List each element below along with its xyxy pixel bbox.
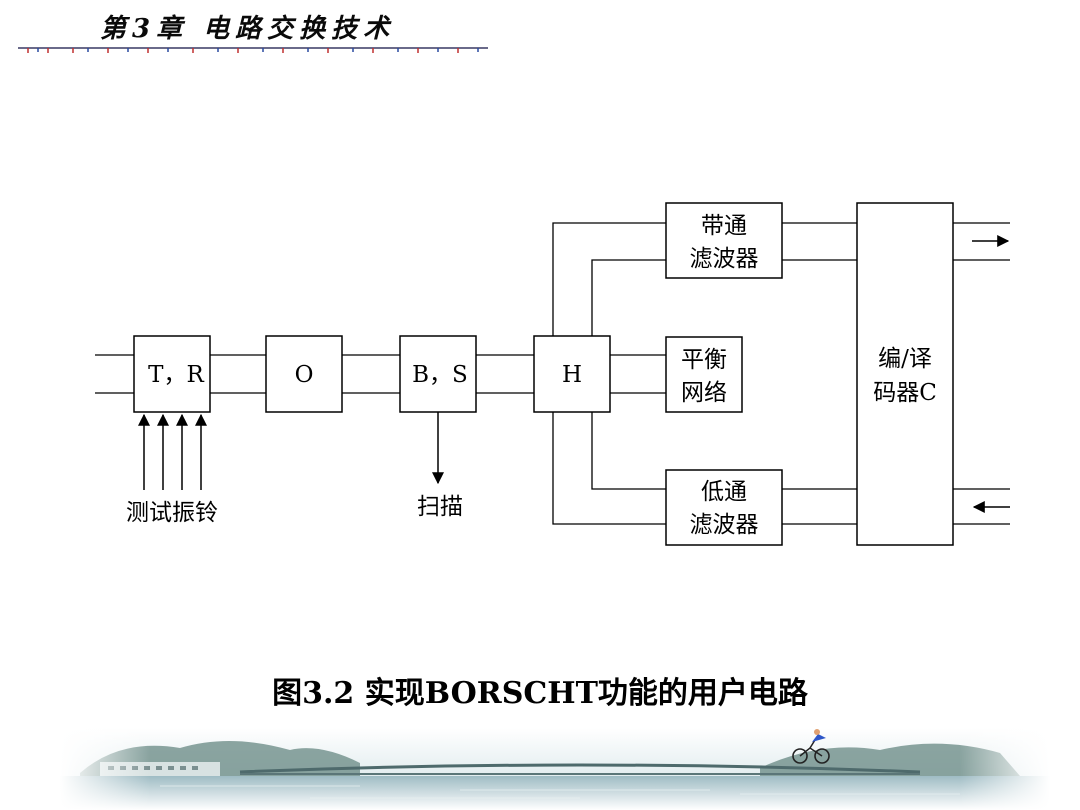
- lowpass-filter-block: [665, 469, 783, 546]
- bs-label: B，S: [412, 362, 468, 388]
- lowpass-label-2: 滤波器: [690, 512, 759, 538]
- balance-label-1: 平衡: [681, 347, 727, 373]
- balance-network-block: [665, 336, 743, 413]
- chapter-title: 第3章 电路交换技术: [100, 14, 396, 44]
- h-label: H: [562, 362, 582, 388]
- balance-label-2: 网络: [681, 380, 727, 406]
- o-label: O: [295, 362, 314, 388]
- bs-block: [399, 335, 477, 413]
- codec-label-1: 编/译: [878, 346, 932, 372]
- tr-label: T，R: [148, 362, 204, 388]
- codec-block: [856, 202, 954, 546]
- bandpass-label-1: 带通: [701, 213, 747, 239]
- title-decorative-rule: [18, 47, 488, 53]
- tr-block: [133, 335, 211, 413]
- bandpass-filter-block: [665, 202, 783, 279]
- lowpass-label-1: 低通: [701, 479, 747, 505]
- figure-caption: 图3.2 实现BORSCHT功能的用户电路: [272, 676, 808, 711]
- test-ring-label: 测试振铃: [126, 500, 218, 526]
- h-block: [533, 335, 611, 413]
- landscape-banner-image: [60, 728, 1050, 810]
- bandpass-label-2: 滤波器: [690, 246, 759, 272]
- o-block: [265, 335, 343, 413]
- codec-label-2: 码器C: [873, 380, 937, 406]
- scan-label: 扫描: [417, 494, 463, 520]
- cyclist-icon: [792, 729, 830, 764]
